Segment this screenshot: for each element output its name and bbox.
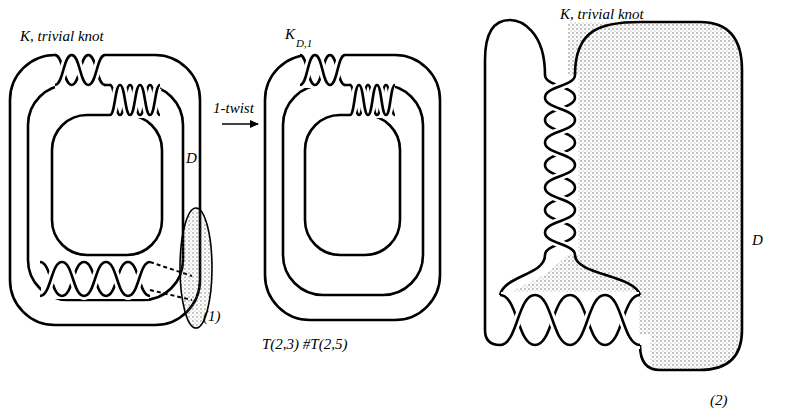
knot-label: K, trivial knot: [20, 28, 104, 45]
twist-gap: [300, 55, 345, 85]
twist-strand: [55, 55, 105, 85]
knot-label: K: [285, 26, 295, 43]
twist-gap: [545, 75, 575, 255]
twist-strand: [300, 55, 345, 85]
disk-label: D: [752, 232, 763, 249]
figure-number: (1): [203, 308, 221, 325]
twist-strand: [545, 75, 575, 255]
twist-mask: [56, 52, 104, 88]
twist-strand: [545, 75, 575, 255]
twist-strand: [500, 295, 640, 345]
knot-label: K, trivial knot: [560, 6, 644, 23]
knot-sum-label: T(2,3) #T(2,5): [262, 336, 347, 353]
figure-number: (2): [710, 392, 728, 409]
twist-strand: [350, 85, 395, 115]
operation-label: 1-twist: [213, 100, 254, 117]
disk-label: D: [186, 150, 197, 167]
twist-strand: [300, 55, 345, 85]
twist-mask: [41, 259, 149, 299]
twist-strand: [110, 85, 160, 115]
twist-strand: [110, 85, 160, 115]
twist-mask: [501, 292, 639, 348]
twist-mask: [111, 82, 159, 118]
twist-gap: [110, 85, 160, 115]
knot-subscript: D,1: [296, 37, 312, 49]
twist-strand: [55, 55, 105, 85]
twist-gap: [55, 55, 105, 85]
twist-strand: [40, 262, 150, 296]
twist-strand: [40, 262, 150, 296]
twist-gap: [40, 262, 150, 296]
twist-mask: [351, 82, 394, 118]
twist-strand: [500, 295, 640, 345]
twist-strand: [350, 85, 395, 115]
twist-gap: [350, 85, 395, 115]
twist-gap: [500, 295, 640, 345]
twist-mask: [301, 52, 344, 88]
twist-mask: [542, 76, 578, 254]
